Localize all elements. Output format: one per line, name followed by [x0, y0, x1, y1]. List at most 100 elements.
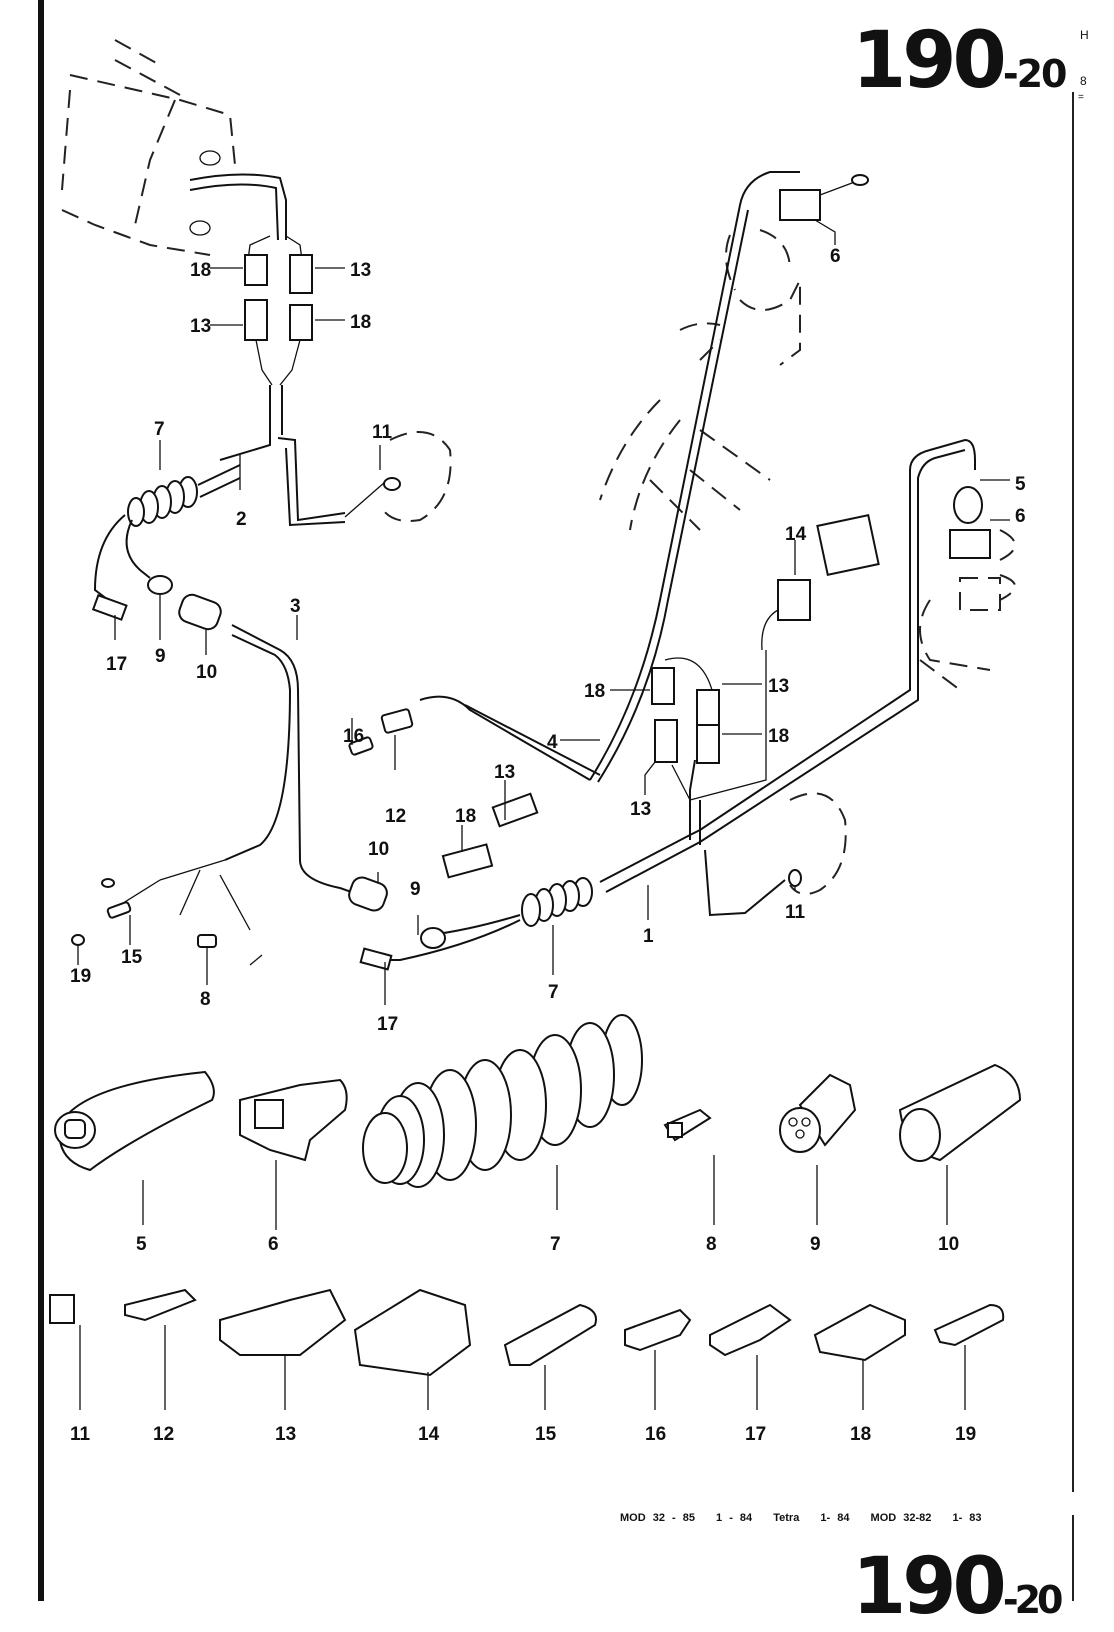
callout-label-6: 6 — [1015, 506, 1026, 527]
callout-label-10: 10 — [196, 662, 217, 683]
part-6-connector-housing — [239, 1078, 348, 1162]
callout-label-7: 7 — [548, 982, 559, 1003]
parts-row-1 — [54, 1014, 1022, 1188]
callout-label-5: 5 — [1015, 474, 1026, 495]
connector-18-icon — [244, 254, 268, 286]
callout-label-14: 14 — [785, 524, 807, 545]
callout-label-15: 15 — [121, 947, 143, 968]
connector-12-icon — [380, 708, 414, 734]
callout-label-13: 13 — [630, 799, 651, 820]
part-number-label-13: 13 — [275, 1424, 296, 1445]
part-number-label-7: 7 — [550, 1234, 561, 1255]
part-number-label-15: 15 — [535, 1424, 557, 1445]
callout-label-9: 9 — [155, 646, 166, 667]
part-15-spade — [503, 1303, 597, 1366]
connector-18-icon — [651, 667, 675, 705]
callout-label-4: 4 — [547, 732, 558, 753]
callout-label-19: 19 — [70, 966, 91, 987]
callout-label-18: 18 — [768, 726, 789, 747]
engine-block-outline — [599, 229, 801, 531]
callout-label-17: 17 — [106, 654, 127, 675]
part-8-terminal-sleeve — [663, 1108, 712, 1142]
callout-label-11: 11 — [785, 902, 806, 923]
part-14-block-connector — [353, 1288, 472, 1377]
boot-5-icon — [953, 486, 983, 524]
right-border-rule-lower — [1072, 1515, 1074, 1601]
connector-18-icon — [696, 724, 720, 764]
grommet-7-top — [127, 464, 241, 527]
connector-6-icon — [779, 189, 821, 221]
part-number-label-8: 8 — [706, 1234, 717, 1255]
part-number-label-5: 5 — [136, 1234, 147, 1255]
right-border-rule — [1072, 92, 1074, 1492]
part-number-label-11: 11 — [70, 1424, 91, 1445]
connector-14-icon — [777, 579, 811, 621]
grommet-7-lower — [359, 877, 593, 971]
part-12-pin — [124, 1288, 197, 1322]
parts-leaders — [79, 1155, 966, 1410]
part-number-label-10: 10 — [938, 1234, 959, 1255]
callout-label-18: 18 — [350, 312, 371, 333]
callout-label-13: 13 — [768, 676, 789, 697]
harness-3 — [119, 593, 388, 931]
callout-label-7: 7 — [154, 419, 165, 440]
callout-label-2: 2 — [236, 509, 247, 530]
callout-label-10: 10 — [368, 839, 389, 860]
callout-label-18: 18 — [455, 806, 476, 827]
callout-label-13: 13 — [494, 762, 515, 783]
callout-label-18: 18 — [190, 260, 211, 281]
distributor-cap-assembly — [919, 486, 1016, 691]
connector-18-icon — [289, 304, 313, 341]
page-number-sub: -20 — [1002, 1578, 1064, 1622]
page-number-top: 190-20 — [852, 22, 1067, 100]
plug-16-icon — [348, 736, 374, 756]
connector-10-icon — [178, 593, 222, 631]
part-7-grommet-bellows — [362, 1014, 643, 1188]
relay-housing-icon — [816, 513, 880, 577]
connector-13-icon — [491, 792, 539, 828]
part-number-label-19: 19 — [955, 1424, 976, 1445]
part-number-label-6: 6 — [268, 1234, 279, 1255]
part-number-label-18: 18 — [850, 1424, 871, 1445]
footer-item: 1 - 84 — [716, 1512, 753, 1524]
callout-label-17: 17 — [377, 1014, 398, 1035]
part-19-sleeve — [933, 1303, 1005, 1347]
part-17-connector — [709, 1303, 792, 1357]
loose-parts-lower-left — [71, 708, 414, 966]
terminal-15-icon — [106, 901, 132, 919]
page-number-main: 190 — [852, 1542, 1007, 1632]
footer-item: 1- 84 — [820, 1512, 850, 1524]
connector-13-icon — [289, 254, 313, 294]
footer-item: MOD 32 - 85 — [620, 1512, 695, 1524]
center-connector-cluster — [651, 513, 880, 801]
harness-1 — [599, 438, 976, 917]
parts-row-2 — [49, 1288, 1005, 1377]
part-18-connector — [813, 1303, 906, 1362]
callout-label-3: 3 — [290, 596, 301, 617]
part-number-label-12: 12 — [153, 1424, 174, 1445]
connector-17-icon — [91, 594, 128, 621]
part-13-multiplug — [219, 1288, 347, 1356]
callout-label-13: 13 — [190, 316, 211, 337]
callout-label-8: 8 — [200, 989, 211, 1010]
connector-10-icon — [348, 876, 388, 912]
page-number-bottom: 190-20 — [852, 1548, 1064, 1626]
part-11-cap — [49, 1294, 75, 1324]
part-number-label-9: 9 — [810, 1234, 821, 1255]
adjacent-page-edge-text: 8 — [1080, 74, 1087, 88]
connector-13-icon — [244, 299, 268, 341]
adjacent-page-edge-text: H — [1080, 28, 1089, 42]
footer-item: MOD 32-82 — [870, 1512, 932, 1524]
footer-item: Tetra — [773, 1512, 800, 1524]
connector-13-icon — [654, 719, 678, 763]
connector-9-icon — [147, 575, 173, 595]
harness-2-branches — [91, 514, 173, 621]
callout-label-13: 13 — [350, 260, 371, 281]
page-number-main: 190 — [852, 16, 1007, 106]
connector-17-icon — [359, 947, 393, 971]
callout-label-11: 11 — [372, 422, 393, 443]
